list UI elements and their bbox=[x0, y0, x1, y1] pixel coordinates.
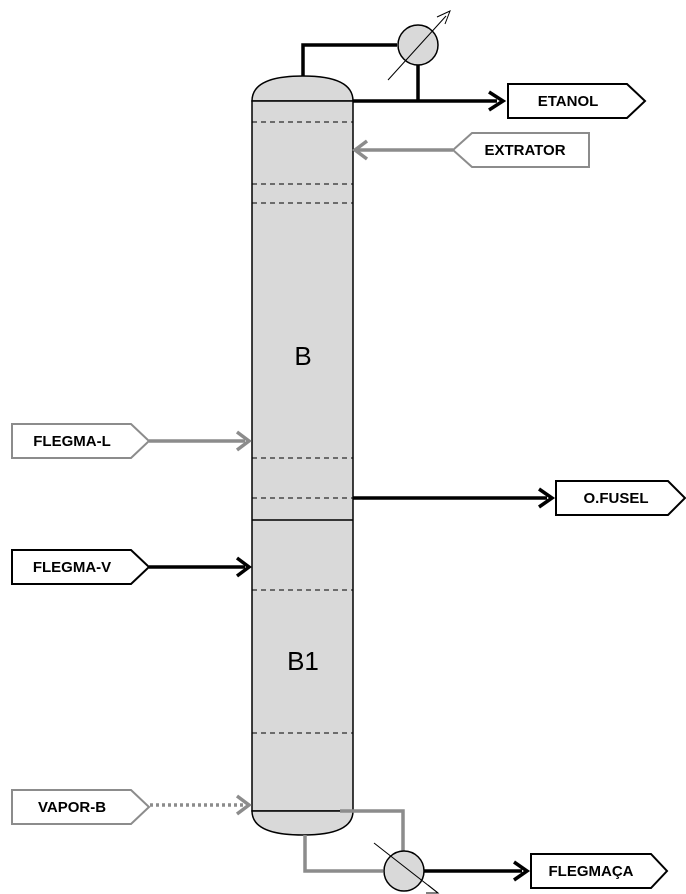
condenser-arrowhead bbox=[436, 10, 451, 25]
reboiler-diagonal bbox=[373, 842, 439, 894]
etanol-label: ETANOL bbox=[538, 93, 599, 110]
vapor-b-tag: VAPOR-B bbox=[11, 789, 151, 825]
condenser-diagonal bbox=[387, 15, 447, 81]
flegma-v-tag: FLEGMA-V bbox=[11, 549, 151, 585]
reboiler bbox=[373, 842, 440, 894]
flegma-v-tag-box bbox=[11, 549, 151, 585]
extrator-label: EXTRATOR bbox=[484, 142, 565, 159]
heat-exchanger-icon bbox=[383, 850, 425, 892]
section-label-b1: B1 bbox=[287, 646, 319, 676]
flegma-v-label: FLEGMA-V bbox=[33, 559, 111, 576]
flegmaca-tag-box bbox=[530, 853, 669, 889]
vapor-b-stream: VAPOR-B bbox=[11, 789, 252, 825]
flegmaca-tag: FLEGMAÇA bbox=[530, 853, 669, 889]
reboiler-arrowhead bbox=[426, 884, 440, 894]
o-fusel-arrowhead bbox=[538, 487, 556, 509]
overhead-system: ETANOL bbox=[301, 10, 647, 119]
flegma-l-tag-box bbox=[11, 423, 151, 459]
overhead-vapor-line bbox=[301, 43, 397, 76]
flegmaca-label: FLEGMAÇA bbox=[549, 863, 634, 880]
bottoms-system: FLEGMAÇA bbox=[303, 809, 669, 894]
o-fusel-label: O.FUSEL bbox=[583, 490, 648, 507]
vapor-b-arrowhead bbox=[235, 794, 252, 816]
o-fusel-stream: O.FUSEL bbox=[353, 480, 686, 516]
reboiler-loop-line bbox=[340, 809, 405, 860]
etanol-tag-box bbox=[507, 83, 647, 119]
flegmaca-arrowhead bbox=[513, 860, 531, 882]
extrator-arrowhead bbox=[352, 139, 369, 161]
trays bbox=[252, 121, 353, 734]
extrator-tag-box bbox=[451, 132, 590, 168]
extrator-stream: EXTRATOR bbox=[352, 132, 590, 168]
flegma-l-stream: FLEGMA-L bbox=[11, 423, 252, 459]
flegma-l-label: FLEGMA-L bbox=[33, 433, 110, 450]
column-bottom-head bbox=[251, 810, 354, 836]
vapor-b-tag-box bbox=[11, 789, 151, 825]
flegma-l-arrowhead bbox=[235, 430, 252, 452]
column-shell bbox=[251, 100, 354, 812]
etanol-tag: ETANOL bbox=[507, 83, 647, 119]
etanol-arrowhead bbox=[488, 90, 507, 112]
vapor-b-label: VAPOR-B bbox=[38, 799, 106, 816]
section-label-b: B bbox=[294, 341, 311, 371]
o-fusel-tag-box bbox=[555, 480, 686, 516]
distillation-column: B B1 bbox=[251, 75, 354, 836]
bottoms-draw-line bbox=[303, 835, 383, 873]
extrator-tag: EXTRATOR bbox=[451, 132, 590, 168]
flegma-v-stream: FLEGMA-V bbox=[11, 549, 252, 585]
column-top-head bbox=[251, 75, 354, 102]
o-fusel-tag: O.FUSEL bbox=[555, 480, 686, 516]
flegma-v-arrowhead bbox=[235, 556, 252, 578]
flegma-l-tag: FLEGMA-L bbox=[11, 423, 151, 459]
